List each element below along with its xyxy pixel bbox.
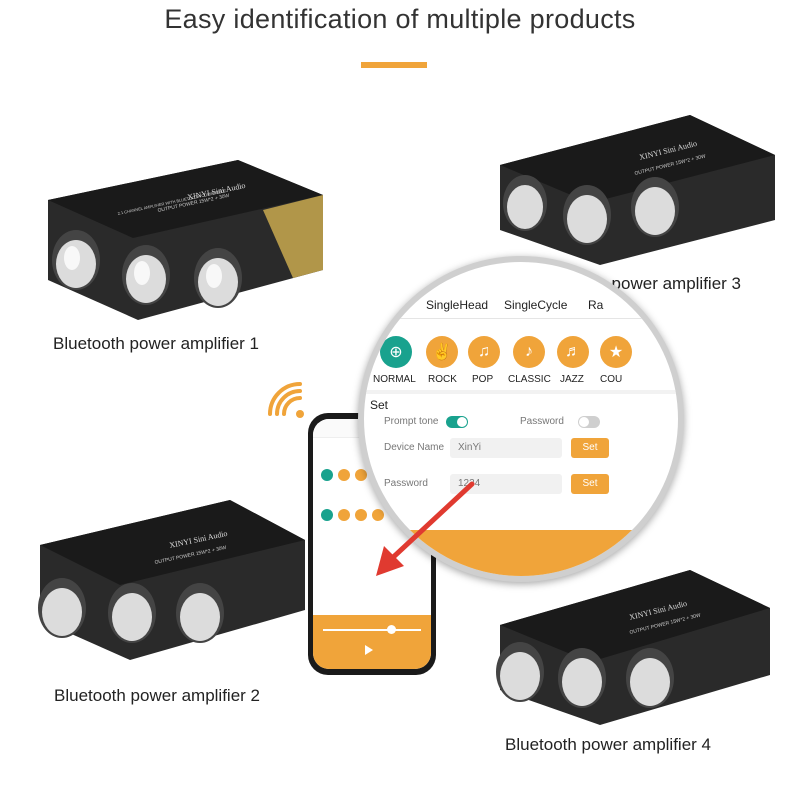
phone-progress-knob[interactable]	[387, 625, 396, 634]
tab-random[interactable]: Ra	[588, 298, 604, 312]
amp3-knob-3	[631, 177, 679, 237]
set-section-title: Set	[370, 398, 389, 412]
amp4-knob-1	[496, 642, 544, 702]
phone-mode-row	[321, 469, 367, 481]
prompt-tone-label: Prompt tone	[384, 416, 439, 427]
title-accent-bar	[361, 62, 427, 68]
amp2-knob-1	[38, 578, 86, 638]
device-name-label: Device Name	[384, 442, 445, 453]
mode-pop-label: POP	[472, 374, 494, 385]
tab-single-cycle[interactable]: SingleCycle	[504, 298, 568, 312]
amplifier-3-image: XINYI Sini Audio OUTPUT POWER 15W*2 + 30…	[500, 115, 775, 265]
amplifier-4-image: XINYI Sini Audio OUTPUT POWER 15W*2 + 30…	[496, 570, 770, 725]
mode-pop-icon[interactable]: ♫	[468, 336, 500, 368]
amp2-knob-3	[176, 583, 224, 643]
tab-single-head[interactable]: SingleHead	[426, 298, 489, 312]
mode-classic-icon[interactable]: ♪	[513, 336, 545, 368]
mode-rock-icon[interactable]: ✌	[426, 336, 458, 368]
amp1-knob-3	[194, 248, 242, 308]
mode-jazz-icon[interactable]: ♬	[557, 336, 589, 368]
magnified-app-screen: SingleHead SingleCycle Ra ⊕ ✌ ♫ ♪ ♬ ★ NO…	[364, 262, 678, 576]
tab-divider	[364, 318, 678, 319]
amp4-knob-2	[558, 648, 606, 708]
phone-player-panel	[313, 615, 431, 669]
mode-rock-label: ROCK	[428, 374, 457, 385]
phone-play-icon[interactable]	[365, 645, 373, 655]
amp2-knob-2	[108, 583, 156, 643]
mode-country-label: COU	[600, 374, 623, 385]
prompt-tone-toggle[interactable]	[446, 416, 468, 428]
mode-country-icon[interactable]: ★	[600, 336, 632, 368]
page-title: Easy identification of multiple products	[164, 4, 636, 34]
phone-progress-bar[interactable]	[323, 629, 421, 631]
amp1-caption: Bluetooth power amplifier 1	[53, 334, 260, 353]
password-toggle-label: Password	[520, 416, 564, 427]
password-toggle[interactable]	[578, 416, 600, 428]
amp1-knob-2	[122, 245, 170, 305]
phone-mode-row-2	[321, 509, 384, 521]
password-label: Password	[384, 478, 428, 489]
amp3-knob-2	[563, 185, 611, 245]
arrow-icon	[376, 481, 475, 576]
amp2-caption: Bluetooth power amplifier 2	[54, 686, 261, 705]
amp4-knob-3	[626, 648, 674, 708]
amp1-knob-1	[52, 230, 100, 290]
wifi-icon	[268, 382, 304, 418]
amp4-caption: Bluetooth power amplifier 4	[505, 735, 712, 754]
device-name-set-button[interactable]: Set	[571, 438, 609, 458]
amplifier-2-image: XINYI Sini Audio OUTPUT POWER 15W*2 + 30…	[38, 500, 305, 660]
device-name-field[interactable]: XinYi	[450, 438, 562, 458]
amplifier-1-image: XINYI Sini Audio 2.1 CHANNEL AMPLIFIER W…	[48, 160, 323, 320]
password-set-button[interactable]: Set	[571, 474, 609, 494]
magnified-app-view: SingleHead SingleCycle Ra ⊕ ✌ ♫ ♪ ♬ ★ NO…	[358, 256, 684, 582]
mode-normal-icon[interactable]: ⊕	[380, 336, 412, 368]
mode-jazz-label: JAZZ	[560, 374, 584, 385]
mode-normal-label: NORMAL	[373, 374, 416, 385]
mode-classic-label: CLASSIC	[508, 374, 551, 385]
set-divider	[364, 390, 678, 394]
amp3-knob-1	[503, 175, 547, 231]
